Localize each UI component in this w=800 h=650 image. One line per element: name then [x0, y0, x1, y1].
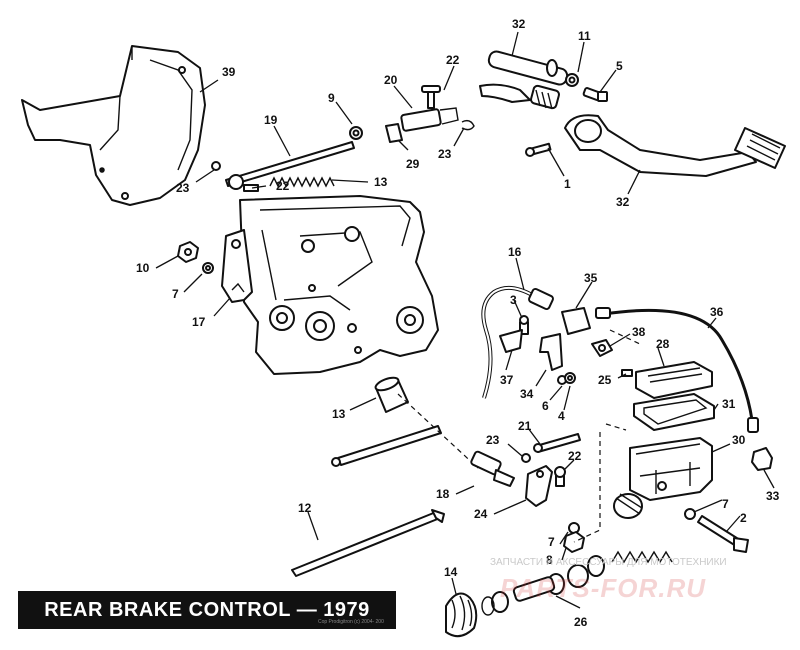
- part-5-bolt: [582, 87, 608, 102]
- callout-14: 13: [332, 407, 346, 421]
- part-35-block: [561, 307, 591, 335]
- callout-5: 5: [616, 59, 623, 73]
- brake-rod-lower: [331, 393, 479, 469]
- callout-11: 10: [136, 261, 150, 275]
- part-25-piston-kit: [481, 550, 673, 616]
- part-19-rod: [225, 141, 355, 190]
- callout-19: 19: [264, 113, 278, 127]
- callout-8: 8: [546, 553, 553, 567]
- part-22-pin-top: [421, 85, 441, 109]
- callouts: 32 11 5 1 32 22 20 9 23 29 19 22 13 23 3…: [136, 17, 780, 629]
- copyright-note: Cop Prodigitron (c) 2004- 200: [318, 619, 384, 625]
- callout-38: 38: [632, 325, 646, 339]
- part-9-nut: [349, 126, 363, 140]
- callout-23-mid: 23: [486, 433, 500, 447]
- callout-2: 2: [740, 511, 747, 525]
- watermark-logo: PARTS-FOR.RU: [500, 573, 790, 605]
- callout-37: 37: [500, 373, 514, 387]
- watermark-logo-text: PARTS-FOR.RU: [500, 573, 707, 603]
- callout-4: 4: [558, 409, 565, 423]
- callout-1: 1: [564, 177, 571, 191]
- callout-33: 33: [766, 489, 780, 503]
- callout-16: 16: [508, 245, 522, 259]
- part-23-washer-mid: [521, 453, 531, 463]
- part-1-screw: [525, 142, 552, 157]
- part-16-fitting: [528, 287, 554, 311]
- callout-22-top: 22: [446, 53, 460, 67]
- callout-17: 17: [192, 315, 206, 329]
- callout-10: 11: [578, 29, 591, 43]
- part-7-washer-lower: [568, 522, 580, 534]
- part-4-screw: [564, 372, 576, 384]
- callout-29: 32: [616, 195, 630, 209]
- part-24-lever: [525, 465, 553, 507]
- part-34-bracket: [539, 333, 563, 371]
- part-7-washer-left: [202, 262, 214, 274]
- callout-23-left: 23: [176, 181, 190, 195]
- part-17-lever: [221, 229, 253, 303]
- part-20-clevis: [400, 107, 459, 132]
- callout-30: 30: [732, 433, 746, 447]
- callout-27: 28: [656, 337, 670, 351]
- part-16-brake-line: [481, 285, 536, 399]
- callout-39: 39: [222, 65, 236, 79]
- part-27-cover: [635, 361, 713, 399]
- callout-26: 25: [598, 373, 612, 387]
- callout-22-lower: 22: [568, 449, 582, 463]
- part-26-screw: [621, 369, 633, 377]
- crankcase-housing: [239, 195, 439, 375]
- part-37-bracket: [499, 329, 523, 353]
- callout-20: 20: [384, 73, 398, 87]
- part-22-screw-lower: [554, 466, 566, 487]
- part-29-brake-pedal: [564, 114, 786, 177]
- callout-7-lower: 7: [548, 535, 555, 549]
- callout-18: 18: [436, 487, 450, 501]
- callout-7-right: 7: [722, 497, 729, 511]
- callout-36: 36: [710, 305, 724, 319]
- callout-23-top: 23: [438, 147, 452, 161]
- callout-35: 35: [584, 271, 598, 285]
- callout-21: 21: [518, 419, 532, 433]
- part-33-nut: [751, 447, 773, 471]
- part-36-line: [595, 307, 759, 433]
- callout-12: 12: [298, 501, 312, 515]
- callout-24: 24: [474, 507, 488, 521]
- part-23-clip-top: [461, 119, 475, 131]
- part-39-cover: [21, 45, 206, 206]
- part-38-fitting: [591, 339, 613, 357]
- part-10-washer: [565, 73, 579, 87]
- part-14-bushing: [374, 376, 409, 413]
- watermark-tagline: ЗАПЧАСТИ И АКСЕССУАРЫ ДЛЯ МОТОТЕХНИКИ: [490, 557, 727, 568]
- part-28-clip: [385, 123, 403, 143]
- part-12-rod: [291, 509, 445, 577]
- part-23-washer-left: [211, 161, 221, 171]
- callout-13: 13: [374, 175, 388, 189]
- callout-32: 32: [512, 17, 526, 31]
- callout-3: 3: [510, 293, 517, 307]
- callout-25: 26: [574, 615, 588, 629]
- callout-22-mid: 22: [276, 179, 290, 193]
- callout-15: 14: [444, 565, 458, 579]
- callout-31: 31: [722, 397, 736, 411]
- part-13-spring: [269, 176, 335, 188]
- part-11-nut: [177, 241, 199, 263]
- part-2-bolt: [697, 515, 749, 553]
- part-30-master-cylinder: [613, 437, 713, 519]
- part-15-boot: [445, 592, 478, 638]
- callout-9: 9: [328, 91, 335, 105]
- part-7-washer-right: [684, 508, 696, 520]
- part-18-clevis: [470, 450, 515, 487]
- diagram-title: REAR BRAKE CONTROL — 1979: [18, 591, 396, 629]
- callout-7-left: 7: [172, 287, 179, 301]
- part-32-brake-shaft: [479, 50, 569, 110]
- callout-28: 29: [406, 157, 420, 171]
- part-31-gasket: [633, 393, 715, 431]
- part-21-pin: [533, 433, 581, 453]
- callout-34: 34: [520, 387, 534, 401]
- callout-6: 6: [542, 399, 549, 413]
- part-22-pin-mid: [243, 184, 259, 192]
- assembly-guides: [573, 329, 641, 543]
